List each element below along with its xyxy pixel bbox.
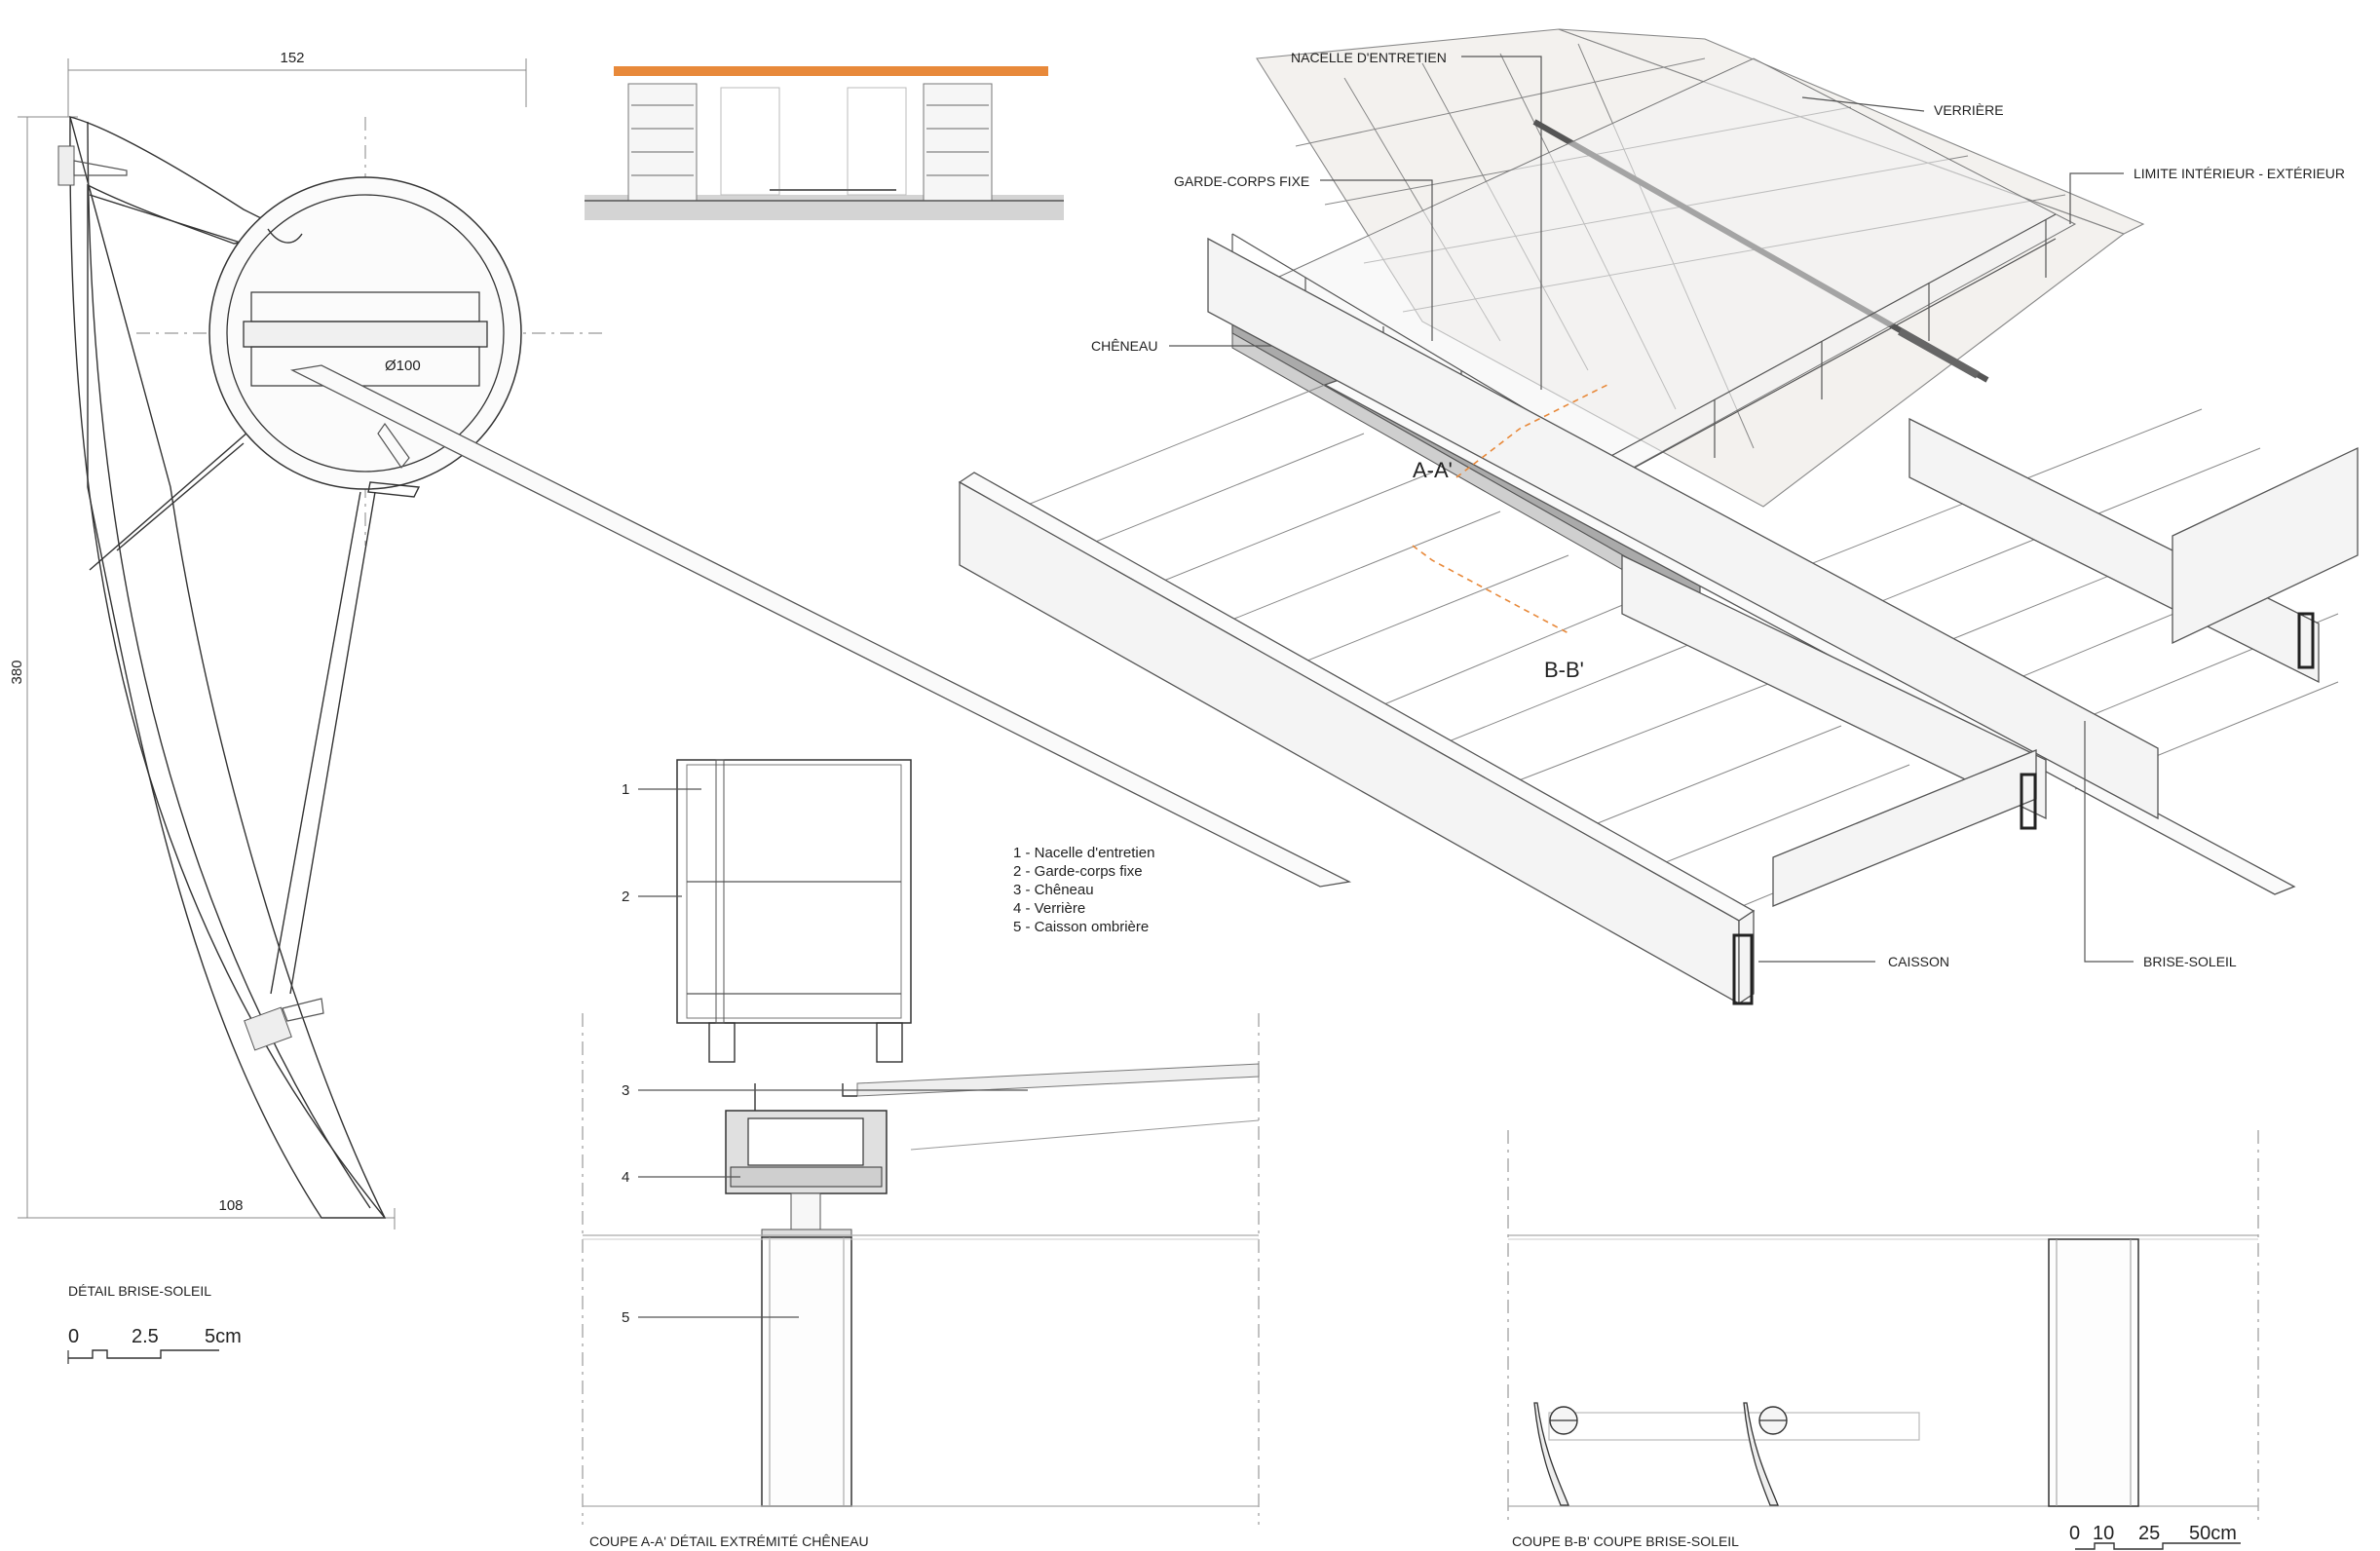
nacelle-wheel (708, 1022, 736, 1063)
blade-outer-curve (69, 116, 386, 1219)
caisson-beam-top (289, 364, 1352, 888)
tube-clip (267, 228, 303, 244)
scale-bar-sections: 0 10 25 50cm (2069, 1523, 2241, 1550)
marker-2: 2 (622, 889, 629, 905)
scale-tick-label: 0 (68, 1326, 79, 1347)
caisson-end-cap (2297, 612, 2315, 669)
detail-title: DÉTAIL BRISE-SOLEIL (68, 1283, 211, 1299)
scale-tick-label: 25 (2138, 1523, 2160, 1544)
scale-tick-label: 0 (2069, 1523, 2080, 1544)
scale-tick-label: 5cm (205, 1326, 242, 1347)
caisson-beam-2 (1207, 237, 2159, 820)
leader-nacelle (1461, 56, 1542, 390)
coupe-aa-title: COUPE A-A' DÉTAIL EXTRÉMITÉ CHÊNEAU (589, 1533, 869, 1549)
marker-4: 4 (622, 1169, 629, 1186)
brise-soleil-rail (1548, 1412, 1920, 1441)
cross-beam-end (2172, 446, 2359, 645)
marker-3: 3 (622, 1082, 629, 1099)
marker-5: 5 (622, 1309, 629, 1326)
blade-rib (89, 418, 264, 571)
tube-chamber (250, 291, 480, 322)
section-line-b (1412, 545, 1569, 634)
label-brise-soleil: BRISE-SOLEIL (2143, 954, 2237, 969)
blade-inner-curve (87, 121, 371, 1209)
tube-inner (226, 194, 505, 473)
dim-diameter-label: Ø100 (385, 358, 421, 374)
caisson-column (2048, 1238, 2139, 1507)
cross-beam (1621, 553, 2047, 820)
label-nacelle: NACELLE D'ENTRETIEN (1291, 50, 1447, 65)
legend-item: 3 - Chêneau (1013, 882, 1094, 898)
section-label-a: A-A' (1413, 458, 1453, 482)
section-line-a (1455, 384, 1608, 478)
coupe-bb: COUPE B-B' COUPE BRISE-SOLEIL 0 10 25 50… (1507, 1130, 2259, 1550)
legend-item: 2 - Garde-corps fixe (1013, 863, 1143, 880)
screw-icon (57, 145, 128, 186)
legend: 1 - Nacelle d'entretien 2 - Garde-corps … (1013, 845, 1154, 935)
leader-garde-corps (1320, 179, 1433, 341)
section-label-b: B-B' (1544, 658, 1584, 682)
scale-tick-label: 50cm (2189, 1523, 2237, 1544)
brise-soleil-blade (1533, 1402, 1578, 1506)
blade-rib (116, 442, 245, 551)
axonometric-view: A-A' B-B' NACELLE D'ENTRETIEN VERRIÈRE G… (289, 28, 2359, 1005)
legend-item: 4 - Verrière (1013, 900, 1085, 917)
cheneau-channel (747, 1117, 864, 1166)
coupe-bb-title: COUPE B-B' COUPE BRISE-SOLEIL (1512, 1533, 1739, 1549)
elevation-column (627, 83, 698, 202)
dim-width-label: 152 (280, 50, 304, 66)
label-garde-corps: GARDE-CORPS FIXE (1174, 173, 1309, 189)
caisson-end-cap (2020, 773, 2037, 830)
scale-tick-label: 10 (2093, 1523, 2114, 1544)
label-verriere: VERRIÈRE (1934, 102, 2004, 118)
garde-corps-post (715, 759, 725, 1024)
scale-tick-label: 2.5 (132, 1326, 159, 1347)
dim-bottom-label: 108 (218, 1197, 243, 1214)
cheneau-bracket (754, 1083, 857, 1111)
screw-icon (244, 998, 324, 1051)
blade-rib (89, 194, 245, 245)
blade-rib (270, 491, 361, 995)
elevation-window (720, 87, 780, 196)
legend-item: 1 - Nacelle d'entretien (1013, 845, 1154, 861)
verriere-glass-section (856, 1063, 1260, 1097)
label-cheneau: CHÊNEAU (1091, 338, 1157, 354)
brise-soleil-blade (1743, 1402, 1788, 1506)
cross-beam-end (1772, 749, 2037, 907)
leader-limite (2069, 172, 2124, 224)
legend-item: 5 - Caisson ombrière (1013, 919, 1149, 935)
dim-height-label: 380 (9, 660, 25, 684)
elevation-column (923, 83, 993, 202)
tube-clip (367, 481, 421, 498)
screw-icon (377, 422, 410, 470)
scale-bar-detail: 0 2.5 5cm (67, 1326, 242, 1364)
section-markers: 1 2 3 4 5 (622, 781, 1028, 1326)
support-plate (761, 1229, 852, 1238)
cheneau-insulation (730, 1166, 883, 1188)
tube-chamber (250, 346, 480, 387)
support-post (790, 1192, 821, 1233)
leader-brise-soleil (2084, 721, 2134, 963)
nacelle-wheel (876, 1022, 903, 1063)
detail-brise-soleil: 152 380 108 (9, 50, 604, 1364)
label-caisson: CAISSON (1888, 954, 1949, 969)
label-limite: LIMITE INTÉRIEUR - EXTÉRIEUR (2134, 166, 2345, 181)
leader-verriere (1801, 96, 1925, 112)
roof-orange (614, 66, 1048, 76)
coupe-aa: 1 2 3 4 5 1 - Nacelle d'entretien 2 - Ga… (582, 759, 1260, 1549)
verriere-lower-line (910, 1119, 1260, 1151)
caisson-end-cap (1732, 933, 1754, 1005)
elevation-window (847, 87, 907, 196)
caisson-column (761, 1236, 852, 1507)
nacelle-rail-end (1898, 327, 1980, 379)
marker-1: 1 (622, 781, 629, 798)
elevation-thumbnail (585, 66, 1064, 220)
nacelle-frame (676, 759, 912, 1024)
blade-profile (69, 116, 387, 1219)
tube-crossbar (243, 321, 488, 348)
blade-rib (289, 491, 376, 995)
nacelle-inner (686, 764, 902, 1019)
